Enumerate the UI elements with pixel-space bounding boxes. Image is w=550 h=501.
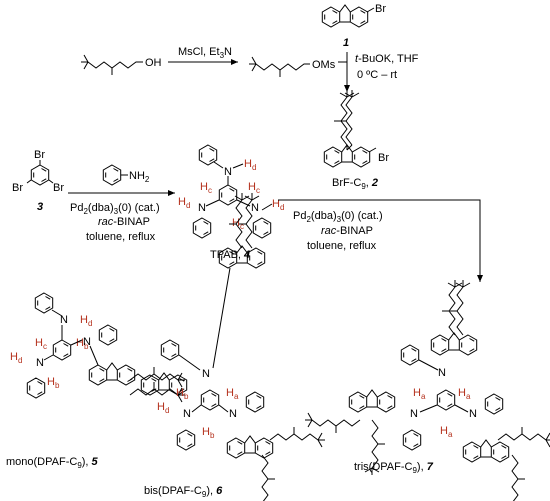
coupling-ligand: rac-BINAP	[321, 225, 373, 237]
tpab-hd-right: Hd	[272, 198, 284, 212]
bis-label: bis(DPAF-C9), 6	[144, 485, 223, 499]
mono-n-right: N	[83, 336, 91, 348]
tris-n-right: N	[469, 408, 477, 420]
compound-1-number: 1	[343, 37, 349, 49]
brf-c9-label: BrF-C9, 2	[332, 177, 378, 191]
tribromo-br-left: Br	[12, 182, 23, 194]
mesylation-reagents: MsCl, Et3N	[178, 46, 232, 60]
tris-label: tris(DPAF-C9), 7	[354, 461, 434, 475]
mono-hc: Hc	[35, 337, 47, 351]
tris-n-left: N	[410, 408, 418, 420]
tpab-hd-top: Hd	[244, 158, 256, 172]
bis-ha: Ha	[226, 387, 239, 401]
amination-ligand: rac-BINAP	[98, 216, 150, 228]
tpab-hc-bottom: Hc	[232, 217, 244, 231]
tpab-n-right: N	[251, 202, 259, 214]
tris-n-top: N	[438, 367, 446, 379]
coupling-arrow	[278, 199, 483, 282]
aniline-structure: NH2	[102, 164, 150, 186]
alcohol-structure: OH	[81, 54, 162, 75]
tpab-hd-left: Hd	[178, 196, 190, 210]
bis-n-top: N	[202, 368, 210, 380]
amination-catalyst: Pd2(dba)3(0) (cat.)	[70, 202, 160, 216]
tpab-label: TPAB, 4	[210, 249, 250, 261]
mono-dpaf-structure: N Hd Hc Hb Hb N Hd N mono(DPAF-C9), 5	[6, 292, 187, 470]
mono-hb-bottom: Hb	[47, 376, 60, 390]
mesylate-oms-label: OMs	[312, 59, 336, 71]
brf-c9-br: Br	[378, 152, 389, 164]
bromofluorene-structure: Br 1	[322, 3, 386, 49]
brf-c9-structure: Br BrF-C9, 2	[324, 89, 389, 191]
mesylate-structure: OMs	[249, 56, 336, 77]
tris-ha-bottom: Ha	[440, 425, 453, 439]
tris-dpaf-structure: N Ha Ha Ha N N tris(DPAF-C9), 7	[304, 279, 550, 501]
tribromo-br-top: Br	[34, 149, 45, 161]
bromofluorene-br: Br	[375, 3, 386, 15]
tpab-hc-left: Hc	[200, 181, 212, 195]
alkylation-temperature: 0 ºC – rt	[357, 69, 397, 81]
mono-hd-left: Hd	[10, 351, 22, 365]
amination-conditions: toluene, reflux	[86, 231, 156, 243]
tribromobenzene-structure: Br Br Br 3	[12, 149, 64, 213]
coupling-conditions: toluene, reflux	[307, 240, 377, 252]
bis-n-left: N	[183, 408, 191, 420]
alcohol-oh-label: OH	[145, 57, 162, 69]
tpab-n-top: N	[224, 166, 232, 178]
alkylation-base: t-BuOK, THF	[355, 53, 419, 65]
coupling-catalyst: Pd2(dba)3(0) (cat.)	[293, 210, 383, 224]
mono-hb-top: Hb	[76, 337, 89, 351]
tris-ha-right: Ha	[458, 387, 471, 401]
bis-hd-left: Hd	[157, 401, 169, 415]
compound-3-number: 3	[37, 201, 43, 213]
tribromo-br-right: Br	[53, 182, 64, 194]
bis-hb-bottom: Hb	[202, 426, 215, 440]
mono-label: mono(DPAF-C9), 5	[6, 456, 99, 470]
mono-hd-top: Hd	[80, 314, 92, 328]
aniline-nh2: NH2	[129, 170, 150, 184]
tpab-structure: N Hd Hc Hc Hc N Hd N Hd TPAB, 4	[178, 144, 284, 261]
mono-n-left: N	[36, 357, 44, 369]
tpab-hc-right: Hc	[248, 181, 260, 195]
mono-n-top: N	[60, 314, 68, 326]
tris-ha-left: Ha	[413, 387, 426, 401]
bis-hb-top: Hb	[176, 387, 189, 401]
bis-dpaf-structure: N Hb Ha Hb N Hd N bis(DPAF-C9), 6	[144, 192, 326, 501]
tpab-n-left: N	[198, 202, 206, 214]
bis-n-right: N	[229, 408, 237, 420]
